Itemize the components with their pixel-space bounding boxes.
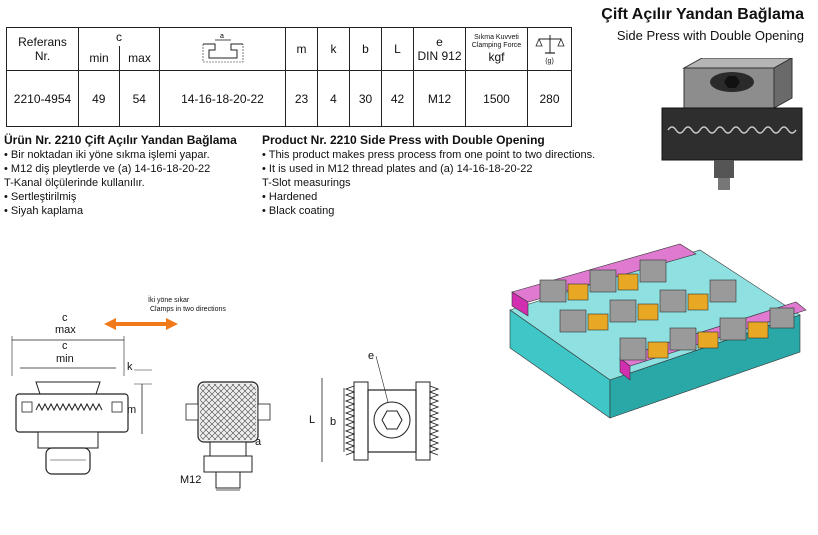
cell-k: 4 bbox=[317, 70, 350, 127]
header-ref-line2: Nr. bbox=[34, 49, 51, 63]
dim-m12-label: M12 bbox=[180, 474, 202, 486]
side-view-drawing bbox=[11, 336, 152, 475]
desc-en-item: Black coating bbox=[262, 204, 595, 218]
dim-k-label: k bbox=[127, 361, 133, 373]
desc-en-item: Hardened bbox=[262, 190, 595, 204]
header-max: max bbox=[119, 46, 159, 70]
desc-tr-item: Siyah kaplama bbox=[4, 204, 237, 218]
cell-b: 30 bbox=[349, 70, 382, 127]
header-c-label: c bbox=[116, 30, 122, 44]
cell-L: 42 bbox=[381, 70, 414, 127]
arrow-label-en: Clamps in two directions bbox=[150, 306, 226, 313]
header-b: b bbox=[349, 27, 382, 71]
desc-tr: Ürün Nr. 2210 Çift Açılır Yandan Bağlama… bbox=[4, 133, 237, 218]
dim-e-label: e bbox=[368, 350, 375, 362]
cell-force: 1500 bbox=[465, 70, 528, 127]
clamp-blocks bbox=[539, 259, 795, 361]
dim-b-label: b bbox=[330, 416, 337, 428]
desc-en: Product Nr. 2210 Side Press with Double … bbox=[262, 133, 595, 218]
top-view-drawing bbox=[321, 356, 440, 462]
header-e: e DIN 912 bbox=[413, 27, 466, 71]
product-photo bbox=[661, 58, 803, 190]
cell-m: 23 bbox=[285, 70, 318, 127]
header-weight-unit: (g) bbox=[545, 57, 554, 65]
cell-ref: 2210-4954 bbox=[6, 70, 79, 127]
header-ref-line1: Referans bbox=[18, 35, 67, 49]
dim-c-max-label: c bbox=[62, 312, 68, 324]
header-e-label: e bbox=[436, 35, 443, 49]
dim-m-label: m bbox=[127, 404, 137, 416]
tslot-a-label: a bbox=[220, 33, 224, 40]
dim-max-label: max bbox=[55, 324, 76, 336]
header-m: m bbox=[285, 27, 318, 71]
scale-icon bbox=[534, 34, 565, 54]
spec-table: Referans Nr. c min max a m k b L e DIN 9… bbox=[6, 27, 572, 127]
cell-min: 49 bbox=[78, 70, 120, 127]
title-tr: Çift Açılır Yandan Bağlama bbox=[601, 6, 804, 23]
header-force-en: Clamping Force bbox=[471, 42, 522, 49]
header-a: a bbox=[159, 27, 286, 71]
fixture-plate-illustration bbox=[509, 243, 807, 419]
desc-tr-item: T-Kanal ölçülerinde kullanılır. bbox=[4, 177, 145, 189]
cell-e: M12 bbox=[413, 70, 466, 127]
title-en: Side Press with Double Opening bbox=[616, 28, 804, 43]
desc-tr-item: Bir noktadan iki yöne sıkma işlemi yapar… bbox=[4, 148, 237, 162]
cell-a: 14-16-18-20-22 bbox=[159, 70, 286, 127]
desc-en-item: T-Slot measurings bbox=[262, 177, 351, 189]
header-min: min bbox=[89, 51, 109, 65]
desc-en-item: This product makes press process from on… bbox=[262, 148, 595, 162]
desc-en-title: Product Nr. 2210 Side Press with Double … bbox=[262, 133, 545, 147]
header-c: c min max bbox=[78, 27, 160, 71]
dim-min-label: min bbox=[56, 353, 74, 365]
cell-max: 54 bbox=[118, 70, 160, 127]
header-force-tr: Sıkma Kuvveti bbox=[474, 34, 519, 41]
desc-en-item: It is used in M12 thread plates and (a) … bbox=[262, 162, 595, 176]
desc-tr-title: Ürün Nr. 2210 Çift Açılır Yandan Bağlama bbox=[4, 133, 237, 147]
dim-L-label: L bbox=[309, 414, 316, 426]
tslot-profile-icon: a bbox=[202, 33, 243, 62]
header-ref: Referans Nr. bbox=[6, 27, 79, 71]
cell-weight: 280 bbox=[527, 70, 572, 127]
header-weight: (g) bbox=[527, 27, 572, 71]
header-L: L bbox=[381, 27, 414, 71]
desc-tr-item: M12 diş pleytlerde ve (a) 14-16-18-20-22 bbox=[4, 162, 237, 176]
table-row: 2210-4954 49 54 14-16-18-20-22 23 4 30 4… bbox=[6, 70, 572, 127]
dim-a-label: a bbox=[255, 436, 262, 448]
header-force-unit: kgf bbox=[488, 50, 505, 64]
double-arrow-icon bbox=[104, 318, 178, 330]
dim-c-min-label: c bbox=[62, 340, 68, 352]
arrow-label-tr: İki yöne sıkar bbox=[148, 297, 190, 304]
header-k: k bbox=[317, 27, 350, 71]
header-din: DIN 912 bbox=[417, 49, 462, 63]
desc-tr-item: Sertleştirilmiş bbox=[4, 190, 237, 204]
header-force: Sıkma Kuvveti Clamping Force kgf bbox=[465, 27, 528, 71]
front-view-drawing bbox=[185, 381, 271, 491]
